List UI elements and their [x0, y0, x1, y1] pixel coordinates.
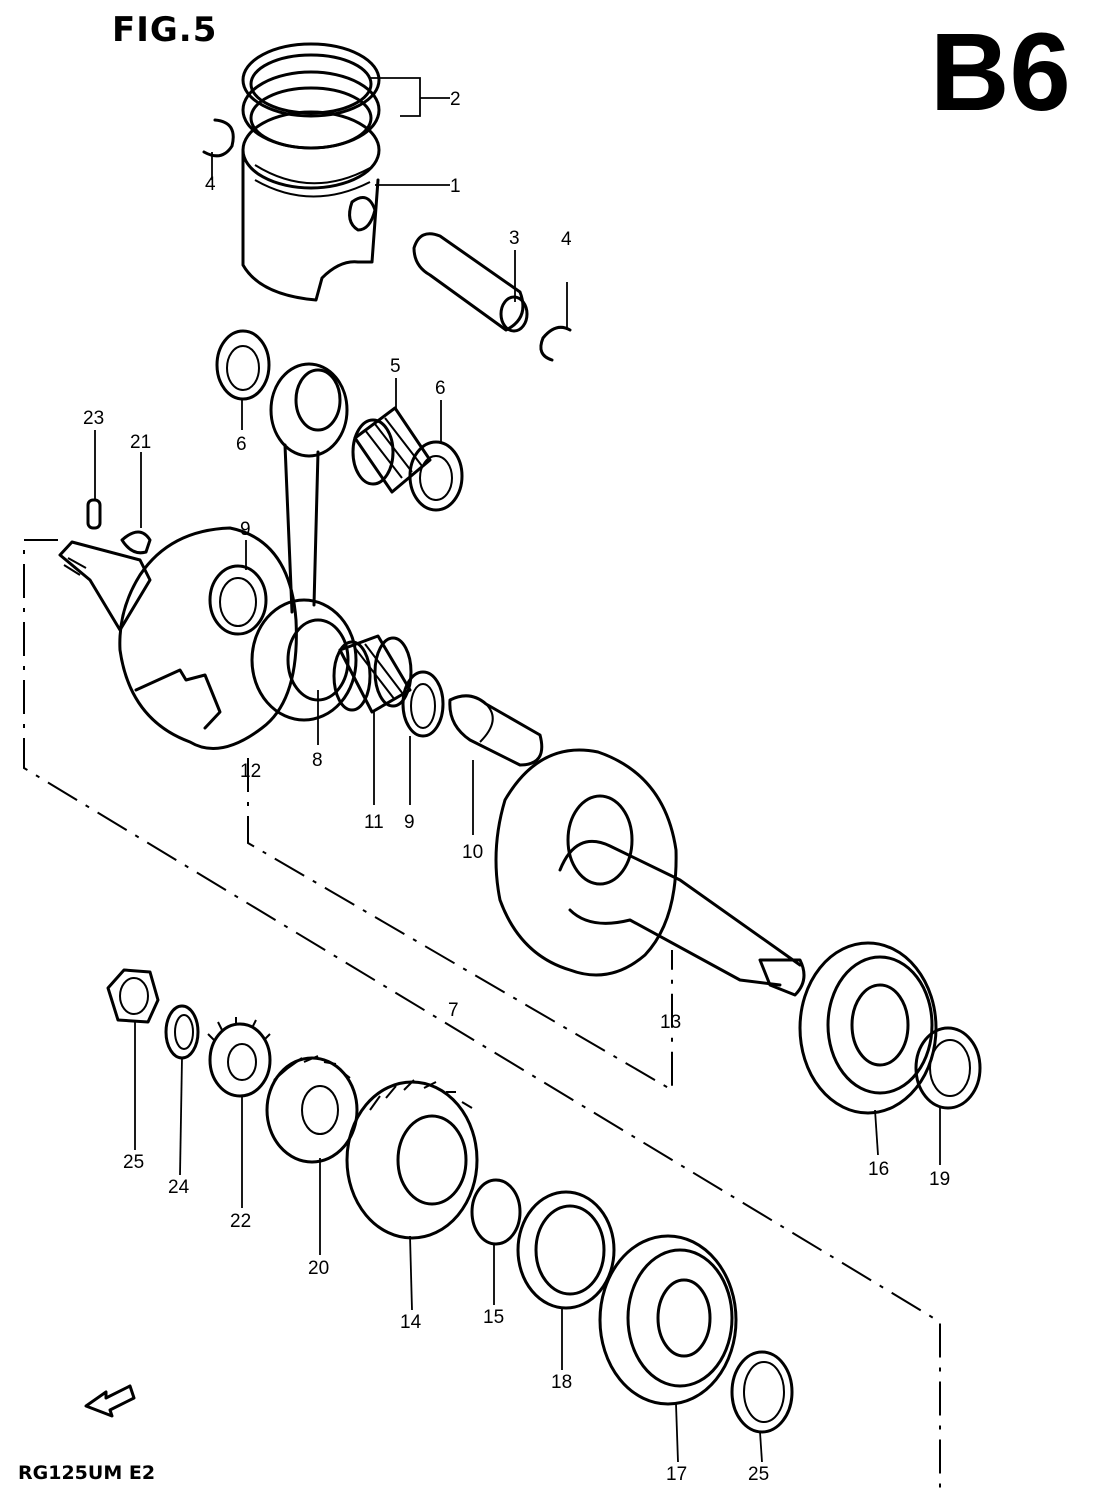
leader-lines — [94, 77, 941, 1463]
callout-25-left: 25 — [123, 1152, 144, 1173]
washer-25-bottom — [730, 1350, 794, 1434]
callout-4-right: 4 — [561, 229, 572, 250]
crank-half-left — [58, 526, 298, 750]
callout-6-right: 6 — [435, 378, 446, 399]
washer-6-left — [215, 329, 271, 401]
callout-1: 1 — [450, 176, 461, 197]
key-21 — [120, 530, 152, 555]
callout-10: 10 — [462, 842, 483, 863]
callout-24: 24 — [168, 1177, 190, 1198]
callout-21: 21 — [130, 432, 151, 453]
gear-22 — [207, 1017, 272, 1098]
small-end-bearing — [351, 406, 432, 494]
washer-6-right — [408, 440, 464, 512]
oil-seal-18 — [516, 1190, 616, 1310]
crank-pin — [448, 694, 544, 767]
crank-half-right — [494, 748, 806, 997]
callout-7: 7 — [448, 1000, 459, 1021]
page-code: B6 — [930, 11, 1071, 134]
callout-19: 19 — [929, 1169, 950, 1190]
big-end-bearing — [332, 634, 413, 714]
callout-20: 20 — [308, 1258, 329, 1279]
callout-15: 15 — [483, 1307, 504, 1328]
crankshaft-assembly-frame — [23, 539, 941, 1495]
callout-16: 16 — [868, 1159, 889, 1180]
piston-pin — [412, 232, 529, 333]
washer-24 — [164, 1004, 200, 1060]
callout-9-left: 9 — [240, 519, 251, 540]
callout-4-left: 4 — [205, 174, 216, 195]
callout-2: 2 — [450, 89, 461, 110]
callout-6-left: 6 — [236, 434, 247, 455]
bearing-17 — [598, 1234, 738, 1406]
callout-17: 17 — [666, 1464, 687, 1485]
callout-labels: 2 1 4 3 4 5 6 6 23 21 9 12 8 11 9 10 7 1… — [83, 89, 950, 1485]
piston — [241, 42, 381, 302]
callout-13: 13 — [660, 1012, 681, 1033]
callout-18: 18 — [551, 1372, 572, 1393]
callout-8: 8 — [312, 750, 323, 771]
callout-25-bottom: 25 — [748, 1464, 769, 1485]
pin-23 — [86, 498, 102, 530]
callout-3: 3 — [509, 228, 520, 249]
gear-20 — [265, 1055, 359, 1164]
nut-25 — [106, 968, 160, 1024]
circlip-left — [202, 118, 235, 158]
callout-22: 22 — [230, 1211, 251, 1232]
primary-drive-gear — [345, 1079, 479, 1240]
circlip-right — [539, 325, 572, 362]
callout-9-right: 9 — [404, 812, 415, 833]
figure-title: FIG.5 — [112, 10, 218, 50]
circlip-15 — [470, 1178, 522, 1246]
model-code: RG125UM E2 — [18, 1462, 156, 1484]
washer-9-right — [401, 670, 445, 738]
front-direction-arrow-icon — [84, 1384, 136, 1418]
callout-12: 12 — [240, 761, 261, 782]
bearing-16 — [798, 941, 938, 1115]
callout-11: 11 — [364, 812, 384, 833]
connecting-rod — [250, 362, 358, 722]
callout-5: 5 — [390, 356, 401, 377]
callout-14: 14 — [400, 1312, 422, 1333]
callout-23: 23 — [83, 408, 104, 429]
oil-seal-19 — [914, 1026, 982, 1110]
